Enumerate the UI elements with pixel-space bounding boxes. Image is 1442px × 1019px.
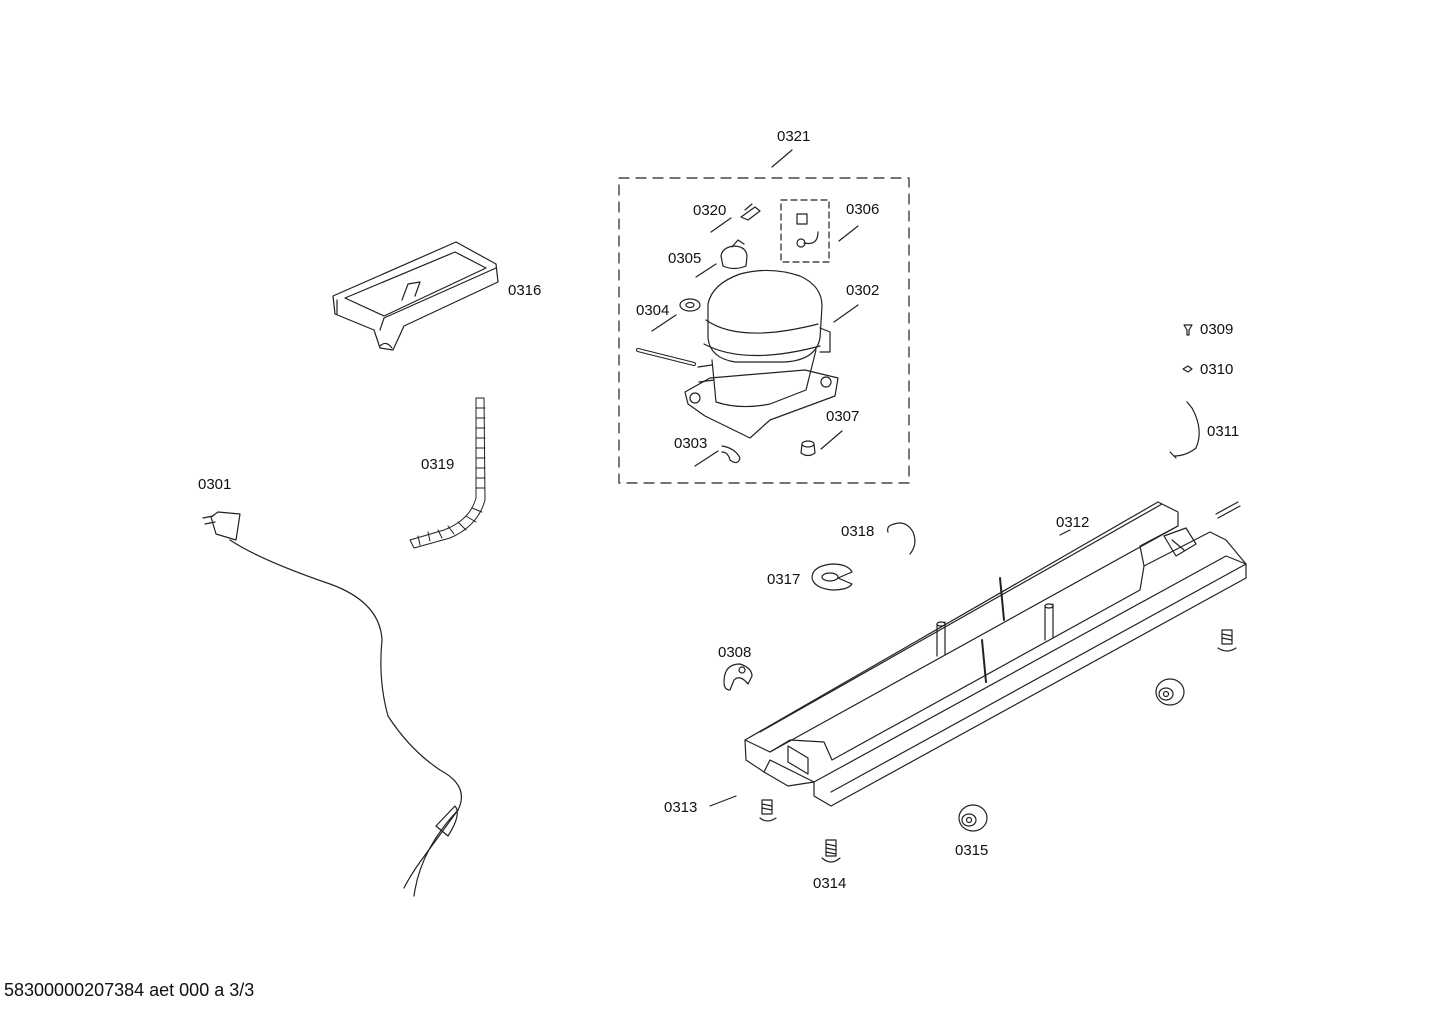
label-0303: 0303 (674, 435, 707, 452)
label-0307: 0307 (826, 408, 859, 425)
terminal-cover-0305 (720, 239, 748, 270)
bracket-0308 (723, 663, 753, 691)
label-0314: 0314 (813, 875, 846, 892)
wire-0311 (1169, 401, 1200, 459)
label-0312: 0312 (1056, 514, 1089, 531)
spring-clip-0303 (721, 445, 741, 464)
label-0306: 0306 (846, 201, 879, 218)
screw-0314 (821, 839, 841, 863)
label-0309: 0309 (1200, 321, 1233, 338)
pin-0313 (709, 795, 737, 807)
document-footer: 58300000207384 aet 000 a 3/3 (4, 980, 255, 1000)
compressor-0302 (684, 269, 839, 439)
compressor-kit-box (618, 177, 910, 484)
screw-b (1217, 629, 1237, 652)
label-0316: 0316 (508, 282, 541, 299)
label-0315: 0315 (955, 842, 988, 859)
bolt-0312 (1215, 501, 1241, 519)
base-frame-0312 (744, 501, 1247, 807)
relay-kit-box (780, 199, 830, 263)
label-0317: 0317 (767, 571, 800, 588)
grommet-0304 (679, 298, 701, 312)
screw-a (759, 799, 777, 822)
label-0305: 0305 (668, 250, 701, 267)
wheel-b (1155, 678, 1185, 706)
drain-hose-0319 (409, 397, 486, 549)
label-0321: 0321 (777, 128, 810, 145)
label-0311: 0311 (1207, 423, 1239, 440)
label-0313: 0313 (664, 799, 697, 816)
label-0310: 0310 (1200, 361, 1233, 378)
label-0320: 0320 (693, 202, 726, 219)
rubber-foot-0307 (800, 440, 816, 457)
mains-cable-0301 (202, 511, 462, 897)
relay-part (796, 213, 819, 248)
clip-0310 (1182, 365, 1193, 373)
screw-0309 (1183, 324, 1193, 336)
label-0301: 0301 (198, 476, 231, 493)
clip-part-0320 (740, 203, 761, 221)
label-0304: 0304 (636, 302, 669, 319)
label-0319: 0319 (421, 456, 454, 473)
label-0302: 0302 (846, 282, 879, 299)
label-0308: 0308 (718, 644, 751, 661)
wheel-0315 (958, 804, 988, 832)
washer-0317 (811, 563, 853, 591)
drip-tray-0316 (332, 241, 499, 351)
label-0318: 0318 (841, 523, 874, 540)
ring-clip-0318 (887, 522, 916, 555)
